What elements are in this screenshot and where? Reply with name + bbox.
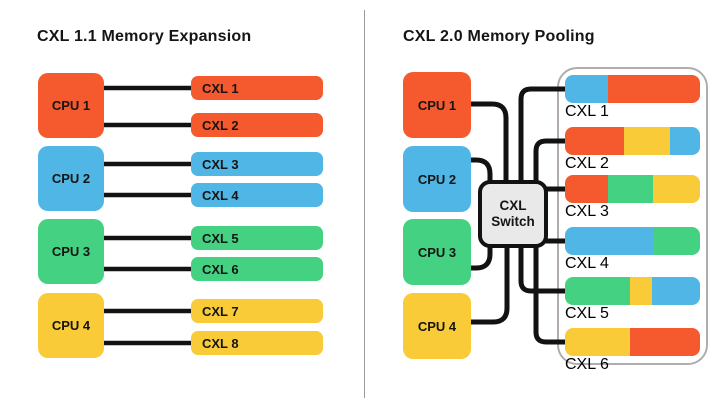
cpu-box-left-4: CPU 4 [38,293,104,358]
memory-segment [630,277,652,305]
memory-segment [608,175,653,203]
link-cpu4-switch [466,243,510,325]
cpu-box-left-2: CPU 2 [38,146,104,211]
cpu-label: CPU 1 [51,98,91,113]
cxl-bar-label: CXL 2 [565,155,609,172]
cpu-box-left-1: CPU 1 [38,73,104,138]
cxl-bar-label: CXL 4 [202,187,239,203]
cpu-box-right-1: CPU 1 [403,72,471,138]
cxl-pool-bar-segments [565,75,700,103]
cxl-bar-label: CXL 7 [202,303,239,319]
cxl-pool-bar-segments [565,227,700,255]
cxl-bar-left-4: CXL 4 [191,183,323,207]
memory-segment [652,277,700,305]
cxl-bar-label: CXL 3 [565,203,609,220]
link-cpu2-switch [466,157,493,185]
cxl-bar-label: CXL 5 [202,230,239,246]
cpu-box-left-3: CPU 3 [38,219,104,284]
cxl-bar-left-1: CXL 1 [191,76,323,100]
cpu-box-right-2: CPU 2 [403,146,471,212]
cxl-bar-label: CXL 2 [202,117,239,133]
link-switch-cxl1 [518,86,571,185]
cxl-pool-bar-segments [565,127,700,155]
right-section-title: CXL 2.0 Memory Pooling [403,28,595,45]
cxl-pool-bar-5: CXL 5 [565,277,700,323]
cpu-label: CPU 2 [417,171,457,187]
cxl-bar-left-7: CXL 7 [191,299,323,323]
memory-segment [624,127,670,155]
link-cpu1-switch [466,101,509,185]
cxl-bar-left-8: CXL 8 [191,331,323,355]
memory-segment [565,127,624,155]
memory-segment [565,75,608,103]
cxl-pool-bar-segments [565,175,700,203]
cpu-label: CPU 2 [51,171,91,186]
cxl-bar-label: CXL 4 [565,255,609,272]
section-divider [364,10,365,398]
cpu-label: CPU 4 [51,318,91,333]
cxl-bar-label: CXL 1 [202,80,239,96]
memory-segment [653,227,700,255]
link-switch-cxl5 [518,243,571,294]
memory-segment [670,127,700,155]
cxl-bar-label: CXL 5 [565,305,609,322]
cxl-bar-left-6: CXL 6 [191,257,323,281]
cxl-pool-bar-segments [565,277,700,305]
cxl-pool-bar-2: CXL 2 [565,127,700,173]
cxl-pool-bar-1: CXL 1 [565,75,700,121]
memory-segment [565,328,630,356]
memory-segment [565,175,608,203]
link-switch-cxl6 [533,243,571,345]
left-section-title: CXL 1.1 Memory Expansion [37,28,252,45]
cpu-label: CPU 4 [417,318,457,334]
cpu-box-right-3: CPU 3 [403,219,471,285]
cxl-bar-label: CXL 6 [202,261,239,277]
memory-segment [565,227,653,255]
link-switch-cxl2 [533,138,571,185]
cxl-bar-left-5: CXL 5 [191,226,323,250]
cxl-bar-label: CXL 8 [202,335,239,351]
cxl-bar-left-3: CXL 3 [191,152,323,176]
cpu-label: CPU 3 [51,244,91,259]
cpu-label: CPU 3 [417,244,457,260]
link-cpu3-switch [466,243,493,271]
cxl-switch: CXL Switch [478,180,548,248]
cxl-bar-left-2: CXL 2 [191,113,323,137]
cxl-bar-label: CXL 3 [202,156,239,172]
cxl-bar-label: CXL 1 [565,103,609,120]
memory-segment [565,277,630,305]
memory-segment [653,175,700,203]
cxl-bar-label: CXL 6 [565,356,609,373]
cxl-switch-label-line2: Switch [491,214,535,229]
memory-segment [608,75,700,103]
memory-pool-panel [557,67,708,365]
cxl-pool-bar-6: CXL 6 [565,328,700,374]
cpu-label: CPU 1 [417,97,457,113]
cxl-pool-bar-3: CXL 3 [565,175,700,221]
memory-segment [630,328,700,356]
cxl-switch-label-line1: CXL [499,198,527,213]
cxl-pool-bar-segments [565,328,700,356]
cpu-box-right-4: CPU 4 [403,293,471,359]
cxl-pool-bar-4: CXL 4 [565,227,700,273]
